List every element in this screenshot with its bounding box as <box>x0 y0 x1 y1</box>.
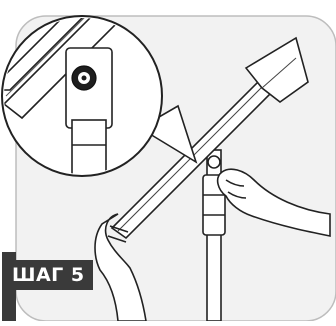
step-badge: ШАГ 5 <box>4 260 93 290</box>
